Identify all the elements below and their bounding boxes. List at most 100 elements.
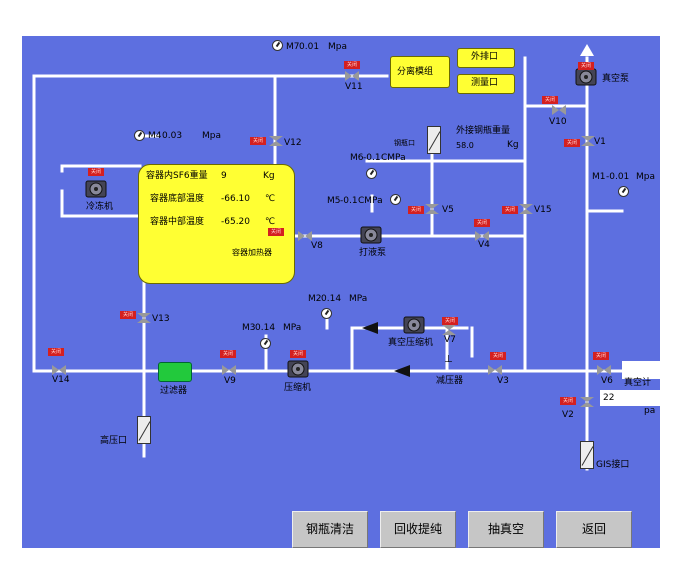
high-pressure-port-label: 高压口	[100, 436, 128, 446]
gauge-m4-unit: Mpa	[202, 131, 221, 141]
chiller-tag: 关闭	[88, 168, 104, 176]
valve-v3-label: V3	[497, 376, 509, 386]
compressor[interactable]	[286, 356, 310, 380]
compressor-tag: 关闭	[290, 350, 306, 358]
recover-purify-button[interactable]: 回收提纯	[380, 511, 456, 548]
valve-v6-label: V6	[601, 376, 613, 386]
valve-v8-label: V8	[311, 241, 323, 251]
gis-port[interactable]	[580, 441, 594, 469]
compressor-label: 压缩机	[284, 383, 312, 393]
valve-v5[interactable]	[425, 204, 439, 214]
bottle-port-label: 钢瓶口	[394, 139, 415, 147]
external-bottle-label: 外接钢瓶重量	[456, 126, 511, 136]
vacuum-compressor-label: 真空压缩机	[388, 338, 434, 348]
chiller[interactable]	[84, 176, 108, 200]
valve-v8[interactable]	[298, 231, 312, 241]
bottle-clean-button[interactable]: 钢瓶清洁	[292, 511, 368, 548]
exhaust-port[interactable]	[457, 48, 515, 68]
valve-v9-tag: 关闭	[220, 350, 236, 358]
gauge-m1-value: -0.01	[606, 172, 630, 182]
vacuum-button[interactable]: 抽真空	[468, 511, 544, 548]
valve-v7[interactable]	[442, 325, 456, 335]
vacuum-gauge-value: 22	[603, 393, 615, 403]
process-panel: 容器内SF6重量 9 Kg 容器底部温度 -66.10 ℃ 容器中部温度 -65…	[22, 36, 660, 548]
gauge-m4-value: 0.03	[162, 131, 183, 141]
valve-v7-tag: 关闭	[442, 317, 458, 325]
valve-v12-tag: 关闭	[250, 137, 266, 145]
separation-module[interactable]	[390, 56, 450, 88]
gauge-m6-value: -0.1	[363, 153, 381, 163]
valve-v13-label: V13	[152, 314, 170, 324]
pressure-reducer-label: 减压器	[436, 376, 464, 386]
measure-port-label: 测量口	[471, 78, 499, 88]
gauge-m7-name: M7	[286, 42, 300, 52]
valve-v14-tag: 关闭	[48, 348, 64, 356]
valve-v15-tag: 关闭	[502, 206, 518, 214]
pressure-gauge-m1	[618, 186, 629, 197]
valve-v14[interactable]	[52, 365, 66, 375]
valve-v10-label: V10	[549, 117, 567, 127]
container-weight-value: 9	[221, 171, 227, 181]
vacuum-gauge-label: 真空计	[624, 378, 652, 388]
external-bottle-value: 58.0	[456, 141, 474, 150]
valve-v11-tag: 关闭	[344, 61, 360, 69]
container-heater-label: 容器加热器	[232, 248, 272, 257]
gauge-m7-value: 0.01	[299, 42, 320, 52]
valve-v15-label: V15	[534, 205, 552, 215]
measure-port[interactable]	[457, 74, 515, 94]
valve-v9[interactable]	[222, 365, 236, 375]
valve-v11[interactable]	[345, 71, 359, 81]
vacuum-pump[interactable]	[574, 64, 598, 88]
container-panel	[138, 164, 295, 284]
filter[interactable]	[158, 362, 192, 382]
valve-v8-tag: 关闭	[268, 228, 284, 236]
valve-v13-tag: 关闭	[120, 311, 136, 319]
gauge-m5-name: M5	[327, 196, 341, 206]
back-button[interactable]: 返回	[556, 511, 632, 548]
pressure-gauge-m7	[272, 40, 283, 51]
valve-v2-tag: 关闭	[560, 397, 576, 405]
vacuum-compressor[interactable]	[402, 312, 426, 336]
pressure-gauge-m6	[366, 168, 377, 179]
bottle-port[interactable]	[427, 126, 441, 154]
container-bottom-temp-label: 容器底部温度	[150, 194, 205, 204]
gauge-m6-unit: CMPa	[381, 153, 406, 163]
valve-v2[interactable]	[580, 397, 594, 407]
vacuum-pump-label: 真空泵	[602, 74, 630, 84]
gauge-m1-name: M1	[592, 172, 606, 182]
valve-v10[interactable]	[552, 105, 566, 115]
container-weight-unit: Kg	[263, 171, 275, 181]
gauge-m4-name: M4	[148, 131, 162, 141]
gauge-m7-unit: Mpa	[328, 42, 347, 52]
gauge-m6-name: M6	[350, 153, 364, 163]
valve-v1-tag: 关闭	[564, 139, 580, 147]
valve-v13[interactable]	[137, 313, 151, 323]
container-mid-temp-label: 容器中部温度	[150, 217, 205, 227]
valve-v12[interactable]	[269, 136, 283, 146]
container-bottom-temp-value: -66.10	[221, 194, 251, 204]
valve-v4-label: V4	[478, 240, 490, 250]
gauge-m1-unit: Mpa	[636, 172, 655, 182]
valve-v2-label: V2	[562, 410, 574, 420]
high-pressure-port[interactable]	[137, 416, 151, 444]
gauge-m3-name: M3	[242, 323, 256, 333]
gauge-m3-value: 0.14	[255, 323, 276, 333]
valve-v1[interactable]	[581, 136, 595, 146]
valve-v15[interactable]	[519, 204, 533, 214]
liquid-pump[interactable]	[359, 222, 383, 246]
valve-v4[interactable]	[475, 231, 489, 241]
valve-v9-label: V9	[224, 376, 236, 386]
valve-v5-tag: 关闭	[408, 206, 424, 214]
pressure-gauge-m5	[390, 194, 401, 205]
vacuum-gauge-readout	[600, 390, 660, 406]
valve-v6[interactable]	[597, 365, 611, 375]
container-mid-temp-value: -65.20	[221, 217, 251, 227]
valve-v3[interactable]	[488, 365, 502, 375]
valve-v11-label: V11	[345, 82, 363, 92]
gauge-m2-value: 0.14	[321, 294, 342, 304]
valve-v1-label: V1	[594, 137, 606, 147]
pressure-gauge-m3	[260, 338, 271, 349]
valve-v10-tag: 关闭	[542, 96, 558, 104]
valve-v12-label: V12	[284, 138, 302, 148]
gauge-m5-unit: CMPa	[358, 196, 383, 206]
